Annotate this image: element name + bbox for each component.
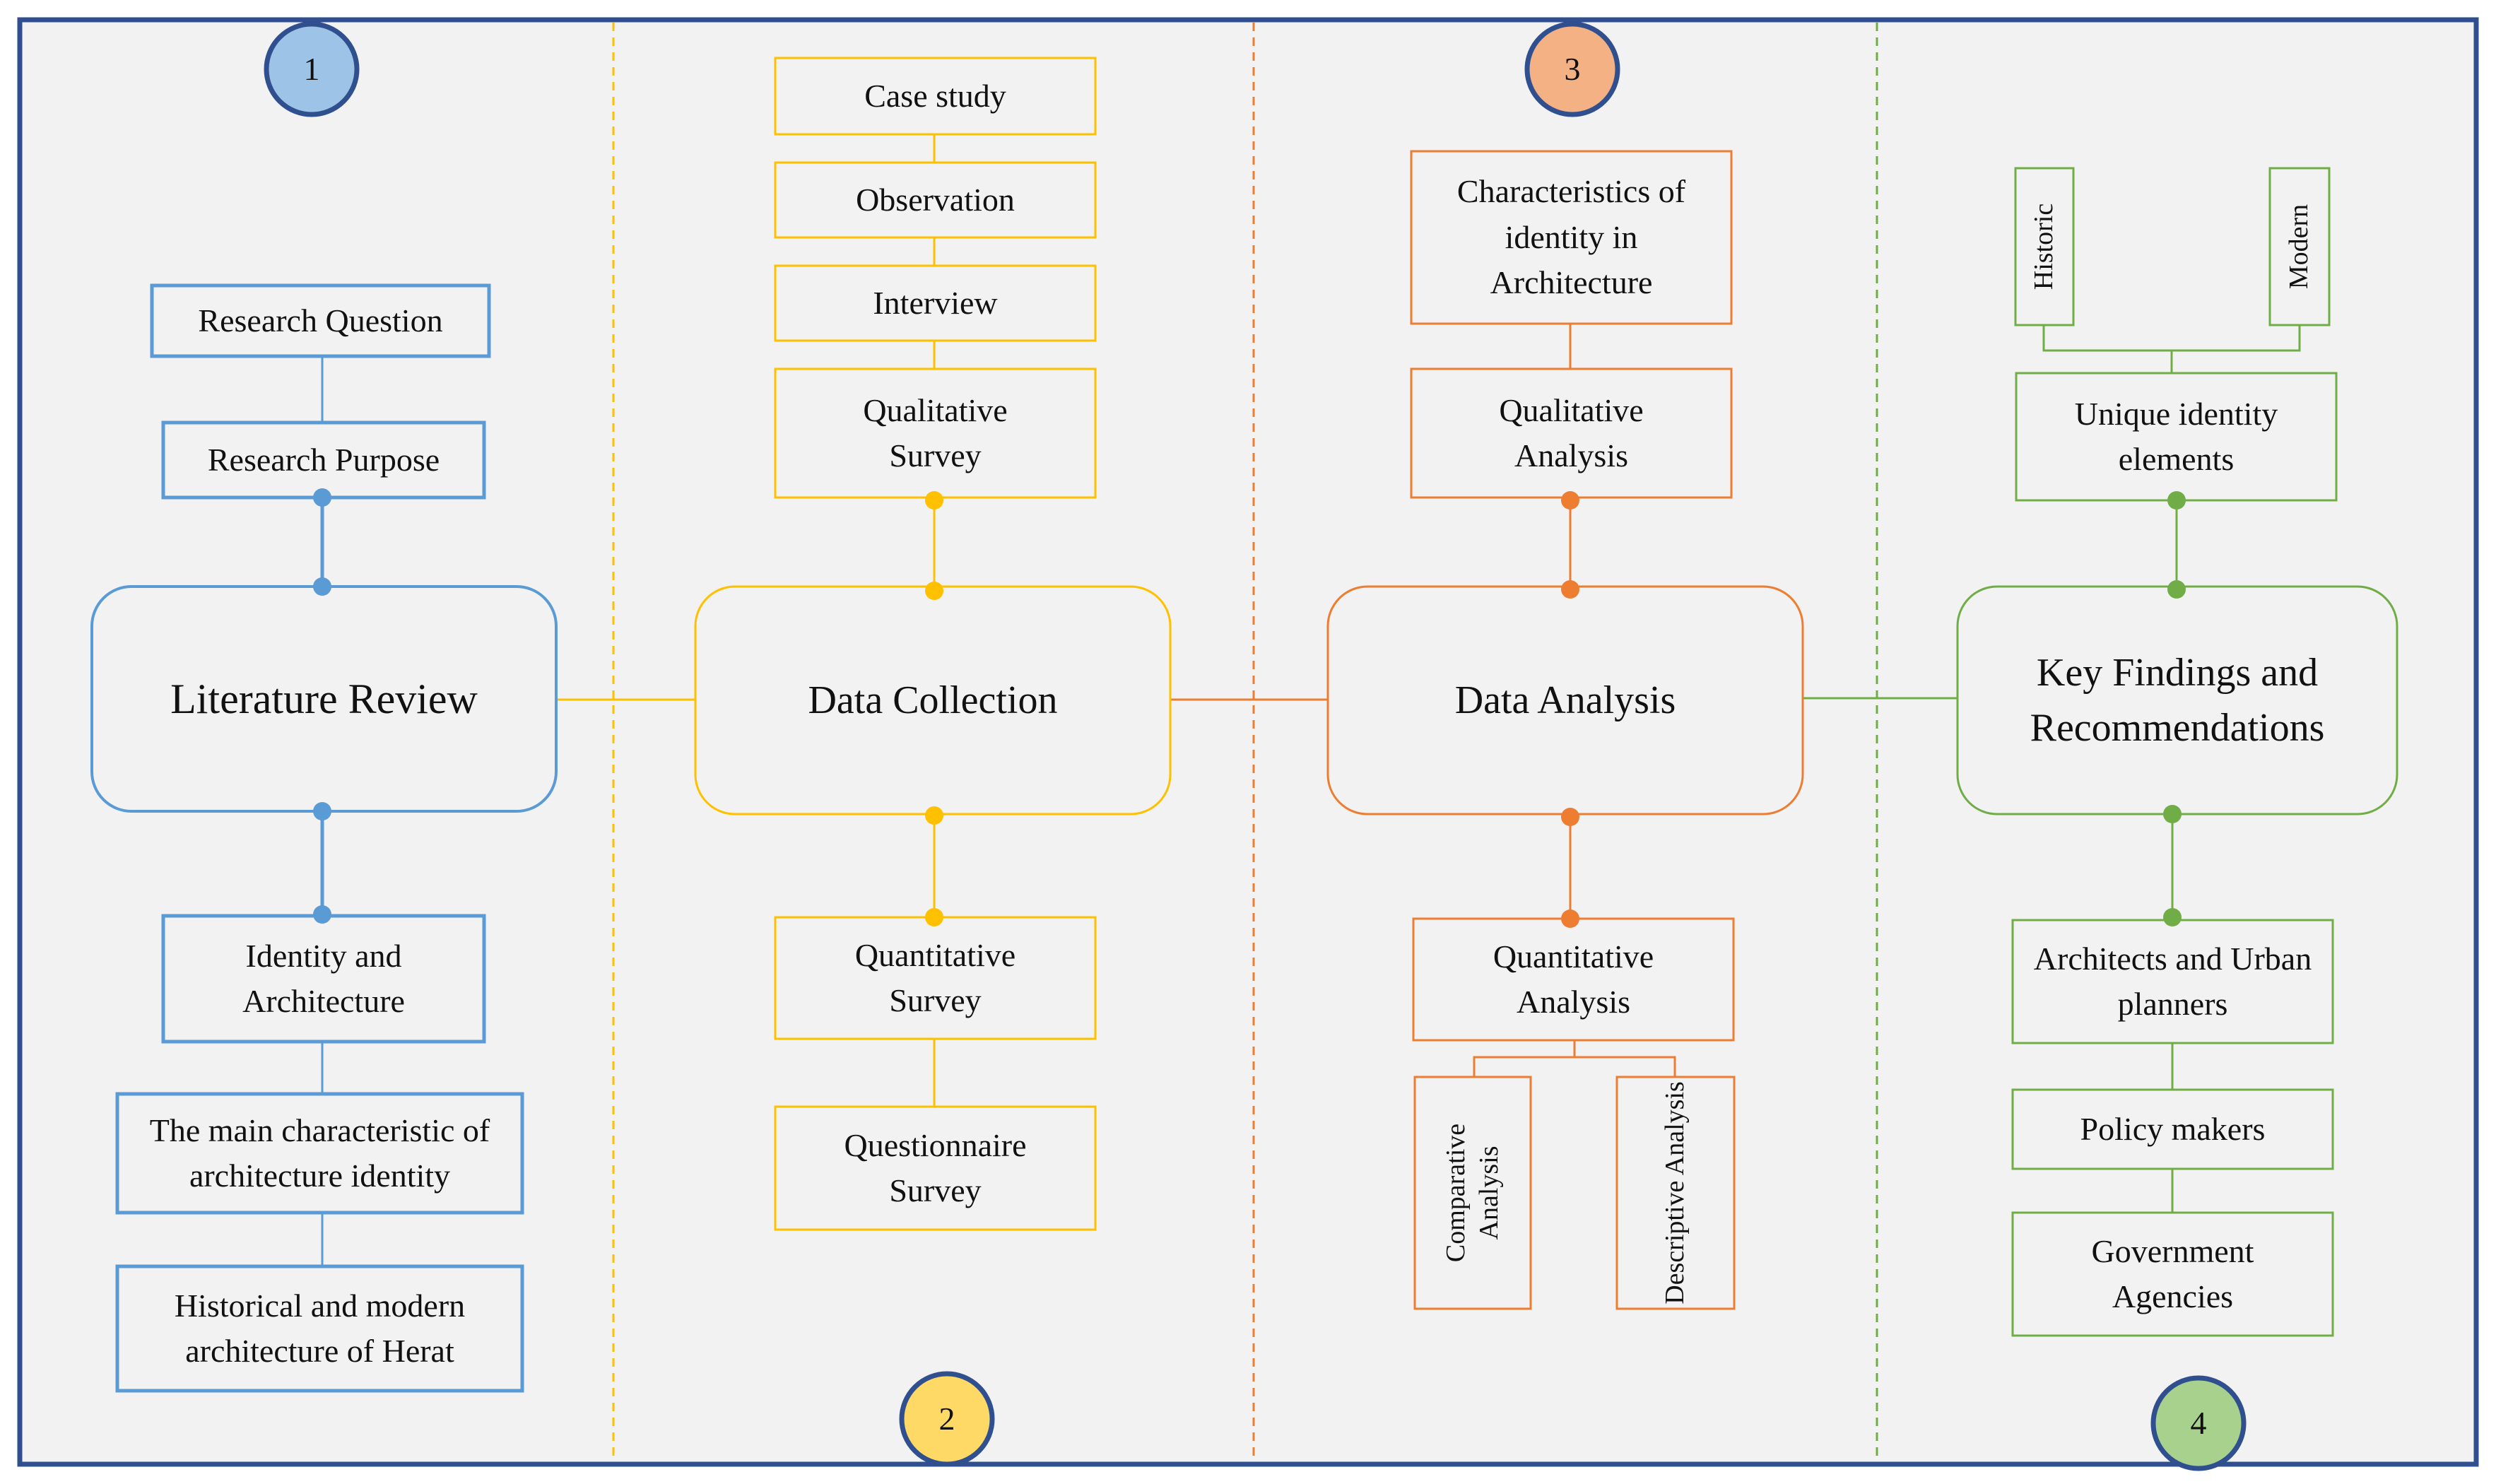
s2-box-case-study bbox=[774, 57, 1097, 136]
diagram-frame bbox=[17, 17, 2479, 1467]
s4-dot-1 bbox=[2167, 491, 2186, 510]
s1-dot-1 bbox=[313, 488, 331, 507]
s1-main-label: Literature Review bbox=[170, 676, 478, 722]
s4-box-modern bbox=[2268, 167, 2331, 326]
s3-box-descriptive bbox=[1615, 1076, 1736, 1310]
s2-quantitative-survey-label: Quantitative Survey bbox=[854, 936, 1016, 1018]
s3-characteristics-label: Characteristics of identity in Architect… bbox=[1456, 173, 1686, 301]
s1-box-research-question bbox=[150, 283, 491, 358]
badge-3-circle bbox=[1524, 21, 1620, 117]
s4-unique-label: Unique identity elements bbox=[2074, 395, 2278, 477]
s4-historic-label: Historic bbox=[2029, 203, 2059, 290]
s2-dot-3 bbox=[925, 806, 943, 825]
s4-box-historic bbox=[2014, 167, 2075, 326]
badge-1-circle bbox=[264, 21, 360, 117]
s4-modern-label: Modern bbox=[2284, 204, 2314, 290]
badge-2-label: 2 bbox=[938, 1400, 955, 1437]
s3-dot-2 bbox=[1561, 580, 1579, 599]
s2-main-label: Data Collection bbox=[808, 678, 1058, 722]
s4-government-label: Government Agencies bbox=[2091, 1232, 2254, 1314]
s1-research-question-label: Research Question bbox=[198, 302, 443, 338]
badge-3-label: 3 bbox=[1564, 50, 1581, 87]
s1-box-historical bbox=[115, 1264, 524, 1393]
s4-dot-3 bbox=[2163, 805, 2182, 823]
s4-policy-label: Policy makers bbox=[2080, 1110, 2266, 1147]
badge-4-circle bbox=[2150, 1375, 2247, 1471]
s3-branch-sub-2 bbox=[1574, 1056, 1676, 1077]
s1-characteristic-label: The main characteristic of architecture … bbox=[149, 1112, 490, 1194]
s4-architects-label: Architects and Urban planners bbox=[2033, 940, 2312, 1022]
s4-box-policy bbox=[2011, 1088, 2334, 1170]
s4-dot-4 bbox=[2163, 908, 2182, 926]
s1-historical-label: Historical and modern architecture of He… bbox=[174, 1287, 466, 1369]
s3-dot-1 bbox=[1561, 491, 1579, 510]
s3-qualitative-analysis-label: Qualitative Analysis bbox=[1499, 391, 1644, 473]
badge-4-label: 4 bbox=[2190, 1404, 2207, 1441]
badge-2-circle bbox=[899, 1371, 995, 1467]
s3-comparative-label: Comparative Analysis bbox=[1440, 1123, 1505, 1263]
s2-dot-1 bbox=[925, 491, 943, 510]
s2-questionnaire-label: Questionnaire Survey bbox=[844, 1126, 1027, 1208]
s1-dot-2 bbox=[313, 577, 331, 596]
s1-dot-3 bbox=[313, 802, 331, 820]
s3-branch-sub bbox=[1473, 1040, 1576, 1077]
s3-dot-4 bbox=[1561, 909, 1579, 928]
s4-main-label: Key Findings and Recommendations bbox=[2030, 650, 2325, 750]
s1-box-characteristic bbox=[115, 1092, 524, 1215]
s2-box-interview bbox=[774, 264, 1097, 342]
s2-observation-label: Observation bbox=[856, 181, 1015, 218]
s2-case-study-label: Case study bbox=[864, 77, 1006, 114]
s3-main-label: Data Analysis bbox=[1454, 678, 1676, 722]
s4-dot-2 bbox=[2167, 580, 2186, 599]
s3-dot-3 bbox=[1561, 808, 1579, 826]
s3-descriptive-label: Descriptive Analysis bbox=[1660, 1081, 1690, 1305]
s3-box-characteristics bbox=[1410, 150, 1733, 325]
badge-1-label: 1 bbox=[303, 50, 320, 87]
s2-dot-2 bbox=[925, 582, 943, 600]
s1-research-purpose-label: Research Purpose bbox=[207, 441, 440, 478]
s4-box-government bbox=[2011, 1211, 2334, 1337]
s2-box-questionnaire bbox=[774, 1105, 1097, 1231]
s2-box-observation bbox=[774, 161, 1097, 239]
s3-box-comparative bbox=[1413, 1076, 1532, 1310]
s3-quantitative-analysis-label: Quantitative Analysis bbox=[1493, 938, 1654, 1020]
s2-qualitative-survey-label: Qualitative Survey bbox=[863, 391, 1008, 473]
s2-dot-4 bbox=[925, 908, 943, 926]
s1-identity-label: Identity and Architecture bbox=[242, 937, 405, 1019]
s1-dot-4 bbox=[313, 905, 331, 924]
s2-interview-label: Interview bbox=[873, 284, 998, 321]
